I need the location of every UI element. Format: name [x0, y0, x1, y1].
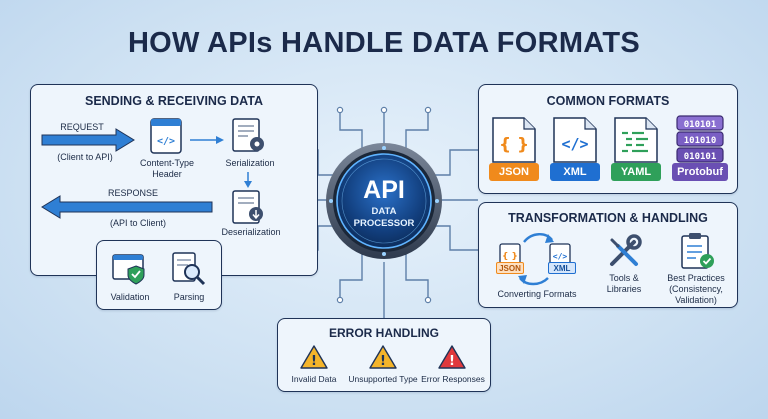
json-badge: JSON [489, 163, 539, 181]
wrench-screwdriver-icon [610, 234, 642, 266]
sending-panel-title: SENDING & RECEIVING DATA [84, 94, 264, 108]
response-arrow [41, 195, 213, 219]
response-sub-label: (API to Client) [109, 218, 167, 228]
serialization-label: Serialization [225, 158, 275, 168]
content-type-header-icon: </> [150, 118, 182, 154]
protobuf-badge: Protobuf [672, 163, 728, 181]
content-type-label-2: Header [152, 169, 182, 179]
validation-label: Validation [110, 292, 150, 302]
convert-json-glyph: { } [502, 252, 518, 262]
page-title: HOW APIs HANDLE DATA FORMATS [127, 27, 641, 59]
best-practices-label-3: Validation) [675, 295, 717, 305]
json-glyph: { } [499, 135, 529, 155]
warning-icon-unsupported-type: ! [369, 345, 397, 369]
warning-icon-invalid-data: ! [300, 345, 328, 369]
best-practices-label-1: Best Practices [667, 273, 725, 283]
converting-formats-label: Converting Formats [497, 289, 577, 299]
binary-row-2: 101010 [684, 136, 717, 146]
tools-label-2: Libraries [606, 284, 642, 294]
error-responses-label: Error Responses [421, 374, 485, 384]
best-practices-label-2: (Consistency, [669, 284, 723, 294]
xml-badge: XML [550, 163, 600, 181]
request-sub-label: (Client to API) [57, 152, 113, 162]
convert-xml-glyph: </> [553, 252, 568, 261]
unsupported-type-label: Unsupported Type [348, 374, 418, 384]
request-label: REQUEST [60, 122, 104, 132]
converting-formats-icon: { } </> [499, 233, 571, 286]
response-label: RESPONSE [107, 188, 158, 198]
header-code-glyph: </> [157, 136, 175, 147]
xml-glyph: </> [561, 135, 588, 153]
error-panel-title: ERROR HANDLING [329, 326, 439, 340]
checklist-icon [681, 233, 714, 269]
svg-text:!: ! [311, 354, 317, 369]
formats-panel-title: COMMON FORMATS [546, 94, 670, 108]
binary-row-3: 010101 [684, 152, 717, 162]
api-sub-2: PROCESSOR [353, 218, 415, 229]
api-processor [326, 143, 442, 259]
tools-label-1: Tools & [609, 273, 639, 283]
xml-tag: XML [548, 262, 576, 274]
yaml-badge: YAML [611, 163, 661, 181]
svg-text:!: ! [380, 354, 386, 369]
flow-arrow-right [190, 136, 224, 144]
xml-doc-icon: </> [553, 117, 597, 163]
content-type-label-1: Content-Type [139, 158, 195, 168]
invalid-data-label: Invalid Data [291, 374, 337, 384]
svg-text:!: ! [449, 354, 455, 369]
api-label: API [363, 176, 405, 204]
error-icon-error-responses: ! [438, 345, 466, 369]
flow-arrow-down [244, 172, 252, 188]
json-tag: JSON [496, 262, 524, 274]
parsing-label: Parsing [173, 292, 205, 302]
yaml-doc-icon [614, 117, 658, 163]
validation-icon [112, 254, 145, 285]
serialization-icon [232, 118, 264, 152]
deserialization-icon [232, 190, 263, 224]
request-arrow [41, 128, 135, 152]
deserialization-label: Deserialization [221, 227, 281, 237]
protobuf-stack-icon: 010101 101010 010101 [676, 115, 724, 163]
binary-row-1: 010101 [684, 120, 717, 130]
api-sub-1: DATA [371, 206, 397, 217]
parsing-icon [172, 252, 206, 286]
json-doc-icon: { } [492, 117, 536, 163]
transform-panel-title: TRANSFORMATION & HANDLING [508, 211, 708, 225]
